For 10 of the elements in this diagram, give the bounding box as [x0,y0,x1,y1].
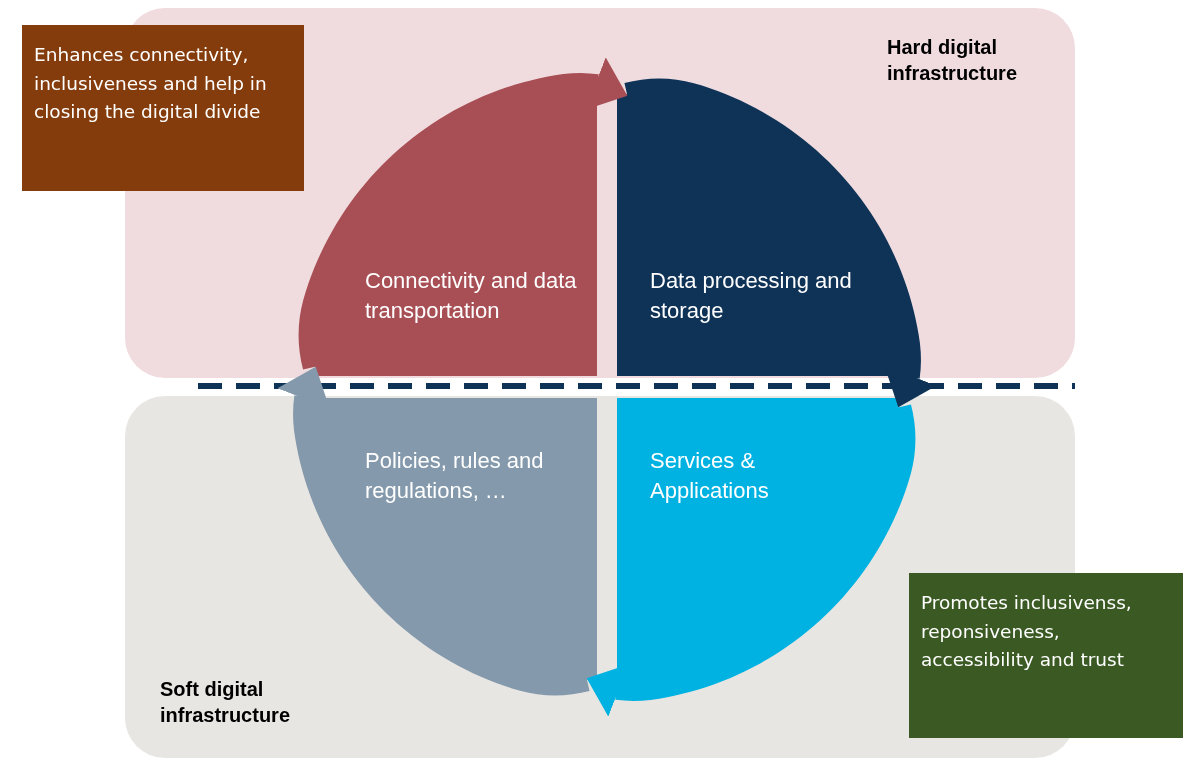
callout-box [22,25,304,191]
segment-label: Data processing and storage [650,267,853,325]
segment-label: Services & Applications [650,447,770,505]
callout-box [909,573,1183,738]
callout-text: Enhances connectivity, inclusiveness and help in closing the digital divide [34,43,268,125]
segment-label: Policies, rules and regulations, … [365,447,545,505]
region-heading: Soft digital infrastructure [160,677,292,728]
callout-text: Promotes inclusivenss, reponsiveness, accessibility and trust [921,591,1133,673]
segment-label: Connectivity and data transportation [365,267,578,325]
region-heading: Hard digital infrastructure [887,35,1019,86]
